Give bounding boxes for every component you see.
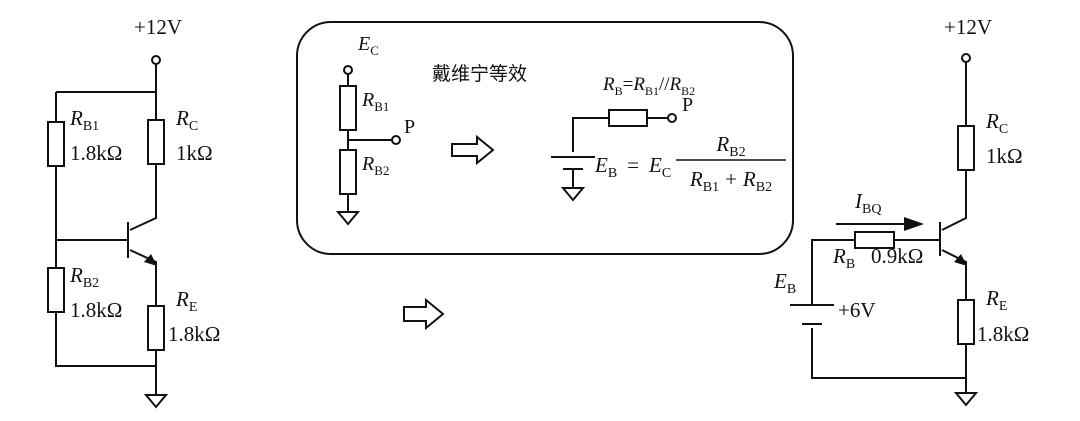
equivalent-arrow-icon bbox=[403, 297, 445, 331]
left-supply-label: +12V bbox=[134, 15, 182, 39]
right-rc-value: 1kΩ bbox=[986, 144, 1023, 168]
left-emitter-arrow bbox=[144, 254, 157, 266]
left-rb1-value: 1.8kΩ bbox=[70, 141, 122, 165]
left-rb2-value: 1.8kΩ bbox=[70, 298, 122, 322]
right-collector-wire bbox=[941, 62, 967, 231]
box-title: 戴维宁等效 bbox=[432, 63, 527, 85]
left-rb1-label: RB1 bbox=[69, 106, 99, 134]
left-re-resistor bbox=[147, 305, 165, 351]
right-supply-label: +12V bbox=[944, 15, 992, 39]
box-ground2-icon bbox=[560, 187, 586, 202]
box-formula-denominator: RB1+RB2 bbox=[689, 167, 772, 195]
box-formula-lhs: EB=EC bbox=[594, 153, 671, 181]
left-circuit: +12V RB1 1.8kΩ RC 1kΩ RB2 1.8kΩ RE 1.8kΩ bbox=[47, 15, 220, 409]
right-rb-value: 0.9kΩ bbox=[871, 244, 923, 268]
thevenin-box: EC RB1 RB2 P 戴维宁等效 RB=RB1//RB2 P EB=EC R… bbox=[296, 21, 794, 255]
left-supply-terminal bbox=[151, 55, 161, 65]
left-ground-icon bbox=[143, 394, 169, 409]
box-node-p2-terminal bbox=[667, 113, 677, 123]
left-emitter-wire bbox=[129, 249, 157, 306]
right-rc-resistor bbox=[957, 125, 975, 171]
left-rb2-resistor bbox=[47, 267, 65, 313]
box-source-wires bbox=[572, 117, 668, 152]
box-formula-numerator: RB2 bbox=[715, 132, 745, 160]
box-divider-wires bbox=[347, 74, 392, 212]
left-rc-resistor bbox=[147, 119, 165, 165]
box-node-p2-label: P bbox=[682, 94, 693, 116]
right-supply-terminal bbox=[961, 53, 971, 63]
right-ground-icon bbox=[953, 392, 979, 407]
right-eb-battery-icon bbox=[790, 304, 834, 325]
right-rb-resistor bbox=[854, 231, 895, 249]
left-rb1-resistor bbox=[47, 121, 65, 167]
box-rb2-label: RB2 bbox=[361, 153, 389, 178]
ibq-arrow-icon bbox=[904, 217, 924, 231]
left-rc-label: RC bbox=[175, 106, 198, 134]
right-re-value: 1.8kΩ bbox=[977, 322, 1029, 346]
right-re-resistor bbox=[957, 299, 975, 345]
box-rb1-label: RB1 bbox=[361, 89, 389, 114]
right-eb-value: +6V bbox=[838, 298, 876, 322]
box-rb2-resistor bbox=[339, 149, 357, 195]
box-ground-icon bbox=[335, 211, 361, 226]
box-ec-terminal bbox=[343, 65, 353, 75]
box-rb1-resistor bbox=[339, 85, 357, 131]
right-re-label: RE bbox=[985, 286, 1007, 314]
box-node-p-terminal bbox=[391, 135, 401, 145]
right-emitter-arrow bbox=[954, 254, 967, 266]
box-ec-label: EC bbox=[357, 33, 379, 58]
right-emitter-wire bbox=[941, 249, 967, 393]
box-transform-arrow-icon bbox=[451, 134, 495, 166]
box-rb-equation: RB=RB1//RB2 bbox=[602, 74, 695, 98]
left-rc-value: 1kΩ bbox=[176, 141, 213, 165]
left-re-label: RE bbox=[175, 287, 197, 315]
box-rb-resistor bbox=[608, 109, 648, 127]
right-ibq-label: IBQ bbox=[854, 189, 881, 217]
box-battery-icon bbox=[551, 156, 595, 188]
left-re-value: 1.8kΩ bbox=[168, 322, 220, 346]
box-node-p-label: P bbox=[404, 116, 415, 138]
left-rb2-label: RB2 bbox=[69, 263, 99, 291]
right-rc-label: RC bbox=[985, 109, 1008, 137]
left-bias-wires bbox=[55, 91, 157, 395]
right-circuit: +12V RC 1kΩ IBQ RB 0.9kΩ EB +6V RE 1.8kΩ bbox=[773, 15, 1029, 407]
right-rb-label: RB bbox=[832, 244, 855, 272]
right-eb-label: EB bbox=[773, 269, 796, 297]
right-base-loop-wires bbox=[811, 239, 966, 379]
thevenin-frame bbox=[296, 21, 794, 255]
